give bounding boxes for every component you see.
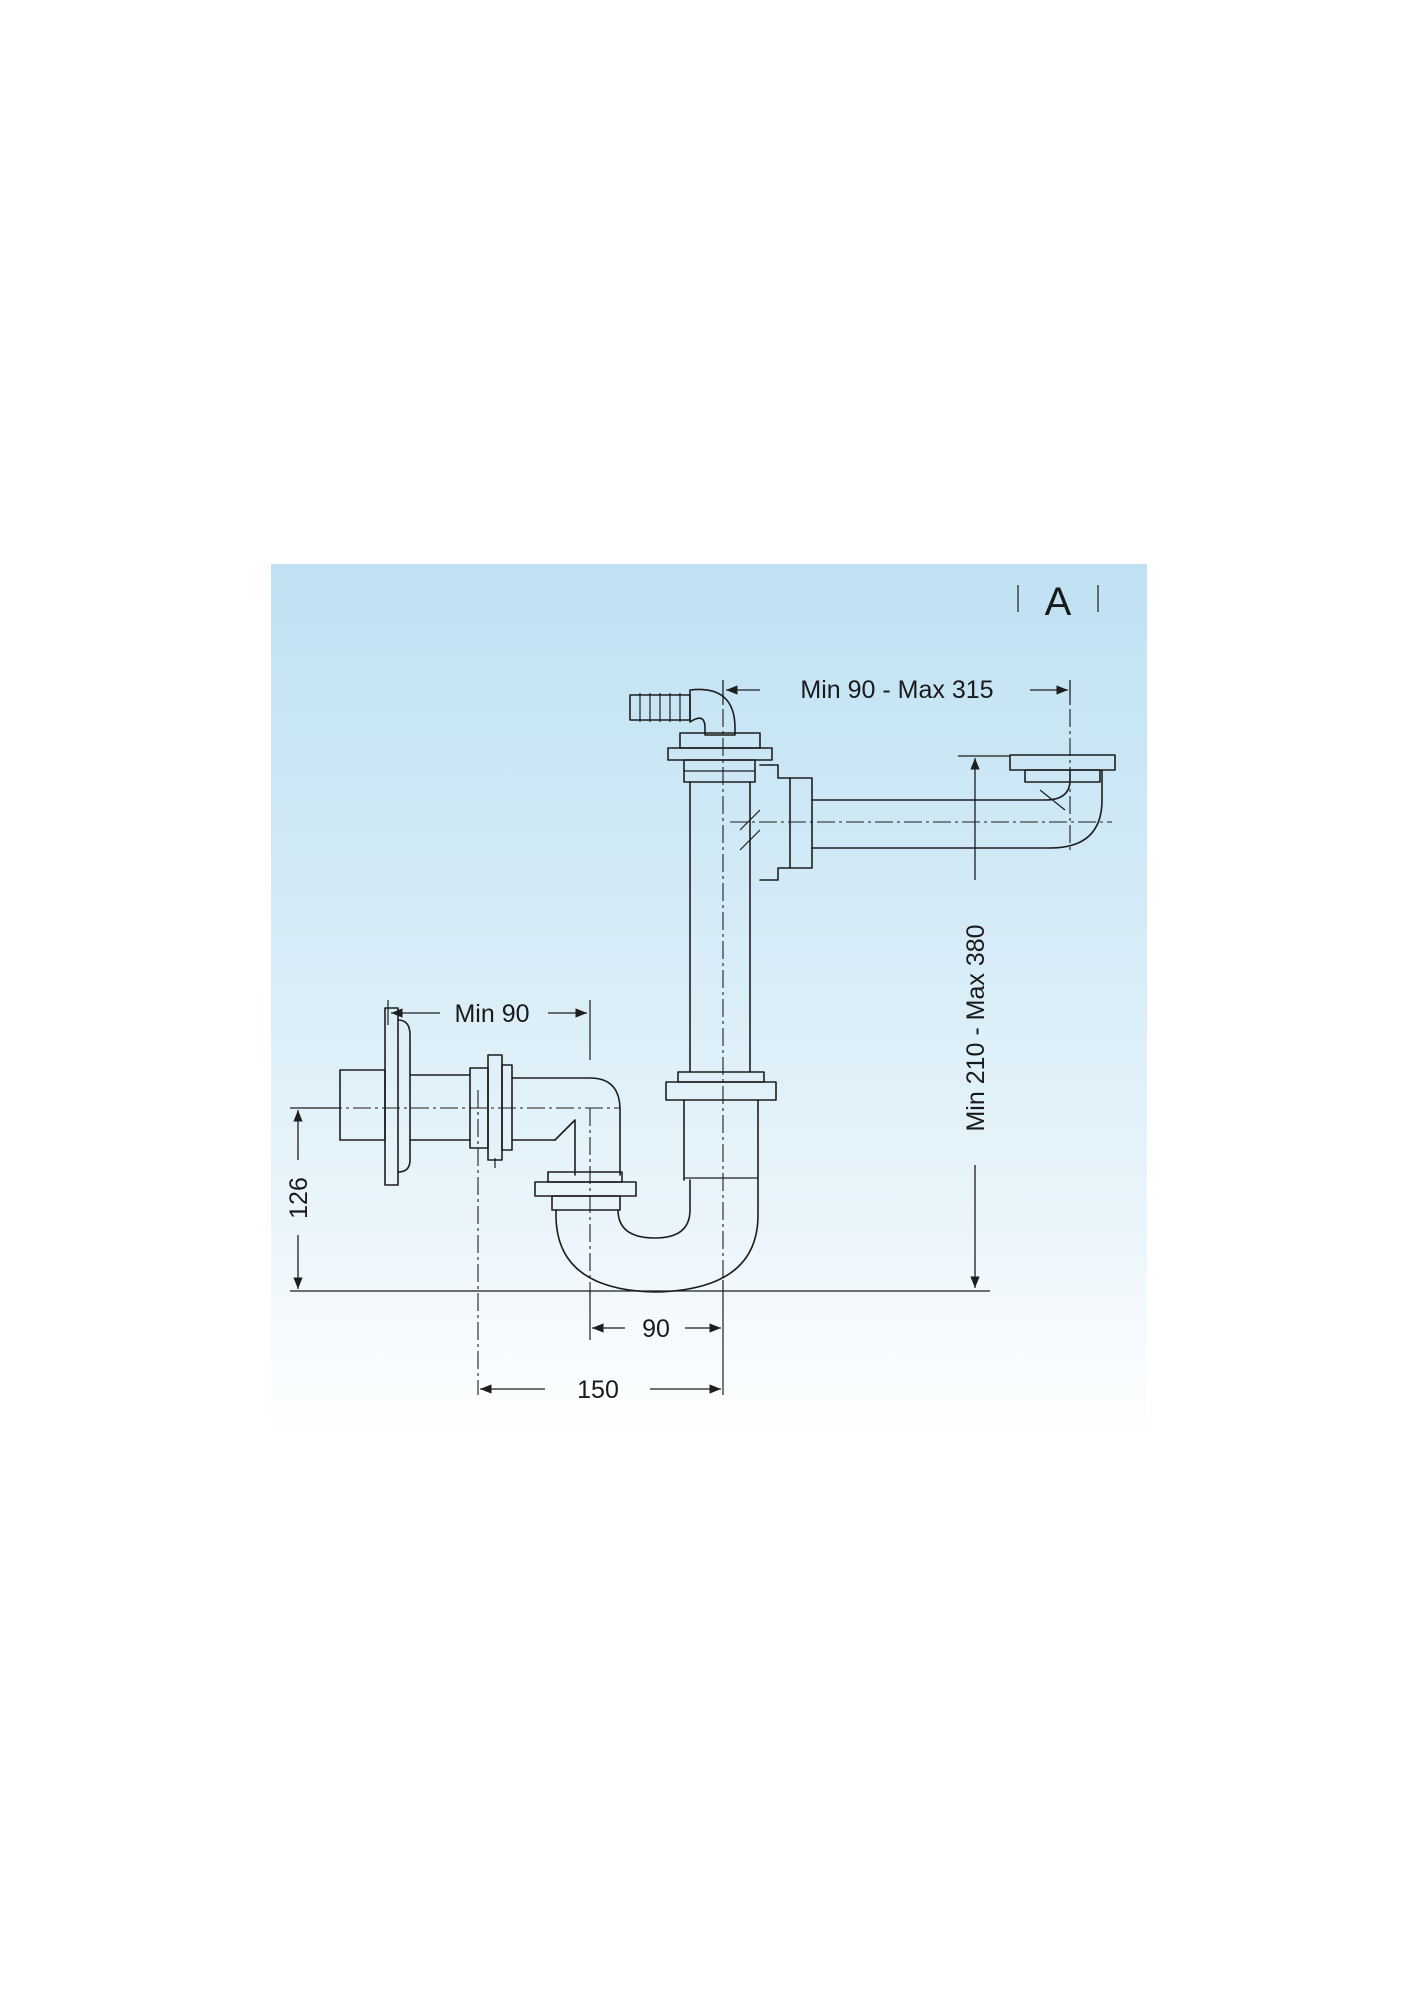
waste-outlet — [1009, 754, 1116, 783]
dim-trap-offset-label: 90 — [642, 1315, 670, 1343]
panel-label: A — [1045, 580, 1072, 624]
panel-label-group: A — [1017, 580, 1099, 624]
dim-wall-height: 126 — [285, 1107, 340, 1289]
elbow — [511, 1077, 621, 1176]
dim-top-offset: Min 90 - Max 315 — [722, 676, 1071, 705]
dim-trap-offset: 90 — [589, 1280, 724, 1395]
dim-top-offset-label: Min 90 - Max 315 — [800, 676, 993, 704]
dim-vertical-height-label: Min 210 - Max 380 — [962, 924, 990, 1131]
u-bend — [555, 1179, 759, 1293]
wall-connector — [339, 1007, 471, 1186]
dim-wall-height-label: 126 — [285, 1177, 313, 1219]
dim-left-offset-label: Min 90 — [454, 1000, 529, 1028]
upper-nut — [667, 732, 773, 783]
dim-vertical-height: Min 210 - Max 380 — [958, 755, 1010, 1288]
trap-nut — [534, 1171, 637, 1211]
horizontal-nut — [469, 1054, 513, 1168]
drawing-panel — [271, 564, 1147, 1440]
centre-lines — [295, 680, 1112, 1395]
dim-overall-offset-label: 150 — [577, 1376, 619, 1404]
dim-left-offset: Min 90 — [387, 1000, 591, 1060]
hose-connector — [629, 688, 736, 736]
vertical-pipe — [665, 781, 777, 1181]
dim-overall-offset: 150 — [480, 1376, 721, 1404]
